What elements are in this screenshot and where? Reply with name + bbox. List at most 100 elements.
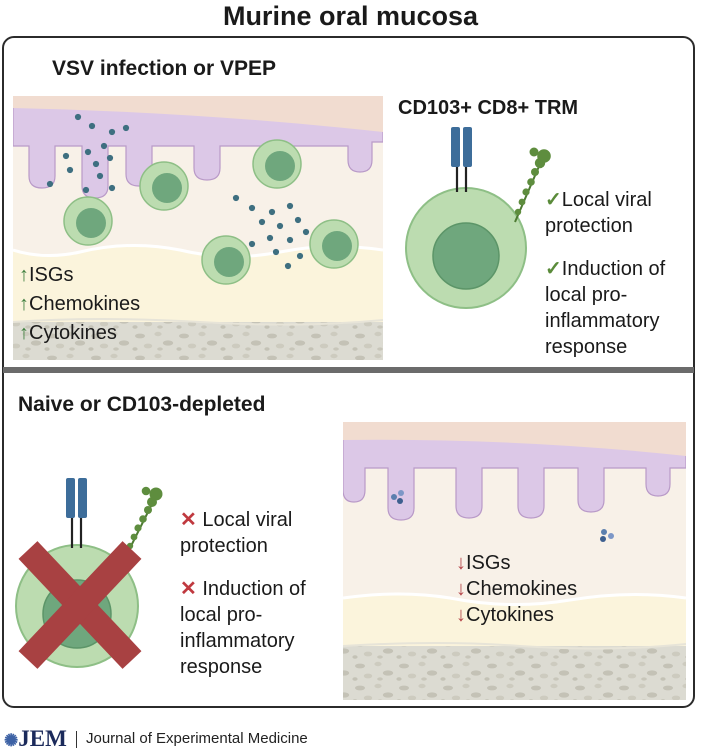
outcome-line: response (545, 336, 628, 358)
virus-particles-bottom (391, 490, 614, 542)
virus-particle-icon (286, 202, 294, 210)
footer-divider (76, 731, 77, 748)
check-icon: ✓ (545, 258, 562, 280)
virus-particle-icon (62, 152, 70, 160)
virus-particle-icon (268, 208, 276, 216)
outcome-line: local pro- (180, 604, 263, 626)
outcome-line: Induction of (561, 258, 666, 280)
marker-label: Cytokines (466, 604, 554, 626)
virus-particle-icon (272, 248, 280, 256)
virus-particle-icon (66, 166, 74, 174)
virus-particle-icon (296, 252, 304, 260)
trm-cell-diagram (405, 127, 551, 309)
journal-logo-icon: ✺ (4, 731, 19, 750)
x-icon: ✕ (180, 578, 197, 600)
virus-particle-icon (106, 154, 114, 162)
top-keratin-layer (13, 96, 383, 132)
up-arrow-icon: ↑ (19, 293, 29, 315)
virus-particle-icon (92, 160, 100, 168)
marker-label: Chemokines (29, 293, 141, 315)
top-marker-chemokines: ↑Chemokines (19, 291, 140, 317)
depletion-cross-icon (18, 541, 142, 669)
bottom-marker-isgs: ↓ISGs (456, 550, 510, 576)
bottom-bone-layer (343, 646, 686, 700)
virus-particle-icon (398, 490, 404, 496)
bottom-keratin-layer (343, 422, 686, 456)
outcome-line: response (180, 656, 263, 678)
top-panel-heading: VSV infection or VPEP (52, 57, 277, 80)
outcome-line: Induction of (202, 578, 306, 600)
bottom-panel-heading: Naive or CD103-depleted (18, 393, 266, 416)
panel-divider (3, 367, 694, 373)
up-arrow-icon: ↑ (19, 264, 29, 286)
virus-particle-icon (601, 529, 607, 535)
virus-particle-icon (88, 122, 96, 130)
top-trm-cell (252, 139, 302, 189)
marker-label: ISGs (29, 264, 74, 286)
outcome-line: Local viral (561, 189, 652, 211)
top-outcome-viral-protection: ✓Local viral protection (545, 187, 652, 239)
top-trm-cell (63, 196, 113, 246)
virus-particle-icon (96, 172, 104, 180)
journal-logo-text: JEM (18, 726, 67, 751)
top-tissue-section (13, 96, 383, 360)
down-arrow-icon: ↓ (456, 552, 466, 574)
virus-particle-icon (46, 180, 54, 188)
journal-name: Journal of Experimental Medicine (86, 730, 308, 747)
bottom-outcome-inflammatory-response: ✕ Induction of local pro- inflammatory r… (180, 576, 306, 680)
virus-particle-icon (258, 218, 266, 226)
outcome-line: inflammatory (545, 310, 660, 332)
down-arrow-icon: ↓ (456, 604, 466, 626)
down-arrow-icon: ↓ (456, 578, 466, 600)
virus-particle-icon (82, 186, 90, 194)
virus-particle-icon (294, 216, 302, 224)
outcome-line: Local viral (202, 509, 293, 531)
marker-label: Chemokines (466, 578, 578, 600)
virus-particle-icon (100, 142, 108, 150)
bottom-outcome-viral-protection: ✕ Local viral protection (180, 507, 292, 559)
tcr-chain-icon (125, 486, 163, 557)
virus-particle-icon (266, 234, 274, 242)
up-arrow-icon: ↑ (19, 322, 29, 344)
virus-particle-icon (302, 228, 310, 236)
top-trm-cell (309, 219, 359, 269)
top-outcome-inflammatory-response: ✓Induction of local pro- inflammatory re… (545, 256, 665, 360)
virus-particle-icon (286, 236, 294, 244)
virus-particle-icon (122, 124, 130, 132)
top-trm-cell (201, 235, 251, 285)
outcome-line: local pro- (545, 284, 628, 306)
virus-particle-icon (248, 204, 256, 212)
trm-cell-label: CD103+ CD8+ TRM (398, 97, 579, 119)
virus-particle-icon (108, 128, 116, 136)
virus-particle-icon (608, 533, 614, 539)
outcome-line: inflammatory (180, 630, 295, 652)
bottom-marker-cytokines: ↓Cytokines (456, 602, 554, 628)
figure-title: Murine oral mucosa (222, 1, 479, 31)
journal-logo: ✺JEM (4, 726, 67, 752)
x-icon: ✕ (180, 509, 197, 531)
virus-particles-top (46, 113, 310, 270)
virus-particle-icon (397, 498, 403, 504)
depleted-trm-cell-diagram (15, 478, 163, 669)
cd103-receptor-icon (451, 127, 472, 192)
bottom-tissue-section (343, 422, 686, 700)
virus-particle-icon (74, 113, 82, 121)
virus-particle-icon (232, 194, 240, 202)
virus-particle-icon (600, 536, 606, 542)
virus-particle-icon (276, 222, 284, 230)
outcome-line: protection (545, 215, 633, 237)
bottom-marker-chemokines: ↓Chemokines (456, 576, 577, 602)
top-marker-isgs: ↑ISGs (19, 262, 73, 288)
virus-particle-icon (248, 240, 256, 248)
outcome-line: protection (180, 535, 268, 557)
cd103-receptor-icon (66, 478, 87, 548)
marker-label: Cytokines (29, 322, 117, 344)
virus-particle-icon (284, 262, 292, 270)
virus-particle-icon (391, 494, 397, 500)
tcr-chain-icon (514, 147, 551, 223)
top-trm-cell (139, 161, 189, 211)
marker-label: ISGs (466, 552, 511, 574)
virus-particle-icon (84, 148, 92, 156)
top-bone-layer (13, 322, 383, 360)
